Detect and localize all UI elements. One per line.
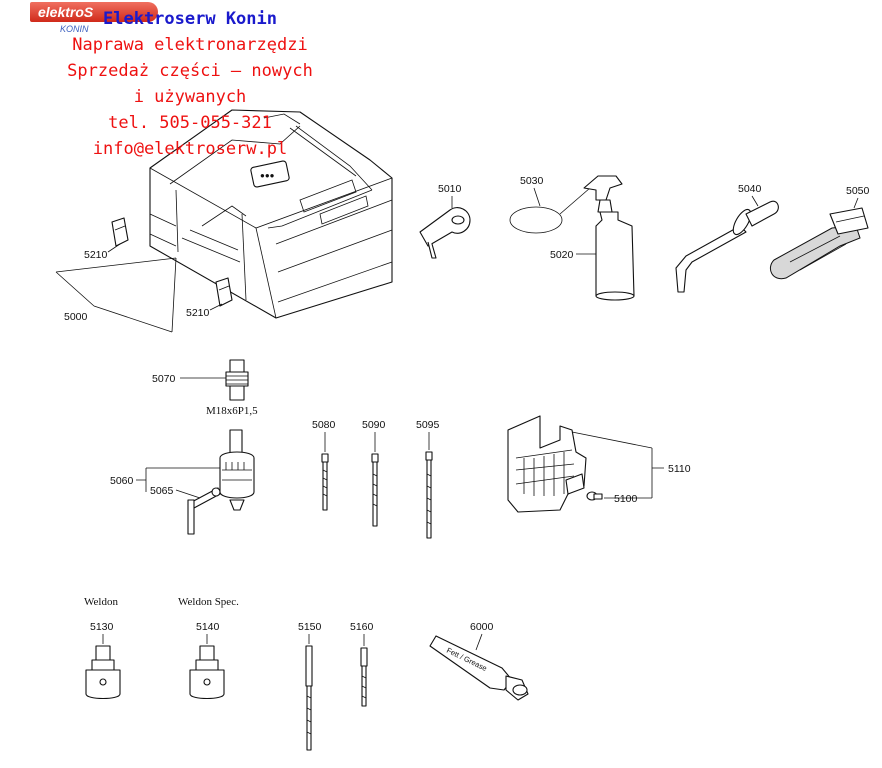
shop-name: Elektroserw Konin <box>103 9 277 29</box>
rod-5160 <box>360 647 368 707</box>
label-5210-b: 5210 <box>186 307 210 319</box>
label-6000: 6000 <box>470 621 494 633</box>
tool-5040 <box>675 200 779 293</box>
label-5040: 5040 <box>738 183 762 195</box>
shop-email: info@elektroserw.pl <box>92 139 288 159</box>
logo-subtext: KONIN <box>60 24 89 34</box>
shop-line-2: Sprzedaż części – nowych <box>67 61 313 81</box>
label-5160: 5160 <box>350 621 374 633</box>
adapter-5140 <box>189 645 225 700</box>
elektroserw-logo <box>30 2 158 22</box>
label-weldon-spec: Weldon Spec. <box>178 596 239 608</box>
case-5000: ●●● <box>149 109 393 319</box>
pin-5080 <box>321 453 329 511</box>
label-5080: 5080 <box>312 419 336 431</box>
logo-text: elektroS <box>38 4 94 20</box>
shop-line-3: i używanych <box>133 87 247 107</box>
strap-5050 <box>770 207 869 280</box>
screw-5100 <box>586 491 603 501</box>
guard-5110 <box>507 415 587 513</box>
label-5065: 5065 <box>150 485 174 497</box>
chuck-key-5065 <box>187 487 221 535</box>
label-5010: 5010 <box>438 183 462 195</box>
label-5110: 5110 <box>668 463 691 475</box>
label-5090: 5090 <box>362 419 386 431</box>
label-5020: 5020 <box>550 249 574 261</box>
bottle-5020 <box>595 211 635 301</box>
part-5010 <box>419 207 471 259</box>
shop-line-1: Naprawa elektronarzędzi <box>72 35 308 55</box>
adapter-5130 <box>85 645 121 700</box>
rod-5150 <box>305 645 313 751</box>
pin-5090 <box>371 453 379 527</box>
label-5050: 5050 <box>846 185 870 197</box>
adapter-5070 <box>225 359 249 401</box>
label-5030: 5030 <box>520 175 544 187</box>
label-5100: 5100 <box>614 493 638 505</box>
chuck-5060 <box>219 429 255 511</box>
label-5130: 5130 <box>90 621 114 633</box>
label-5210-a: 5210 <box>84 249 108 261</box>
label-5070: 5070 <box>152 373 176 385</box>
latch-5210-right <box>215 277 233 307</box>
label-5000: 5000 <box>64 311 88 323</box>
label-thread: M18x6P1,5 <box>206 405 258 417</box>
pin-5095 <box>425 451 433 539</box>
latch-5210-left <box>111 217 129 247</box>
shop-watermark: Elektroserw Konin Naprawa elektronarzędz… <box>40 6 340 162</box>
case-badge: ●●● <box>260 171 275 180</box>
label-5140: 5140 <box>196 621 220 633</box>
label-5095: 5095 <box>416 419 440 431</box>
label-weldon: Weldon <box>84 596 118 608</box>
tube-6000: Fett / Grease <box>429 635 529 701</box>
spray-5030 <box>509 175 623 234</box>
label-5060: 5060 <box>110 475 134 487</box>
shop-phone: tel. 505-055-321 <box>108 113 272 133</box>
label-5150: 5150 <box>298 621 322 633</box>
